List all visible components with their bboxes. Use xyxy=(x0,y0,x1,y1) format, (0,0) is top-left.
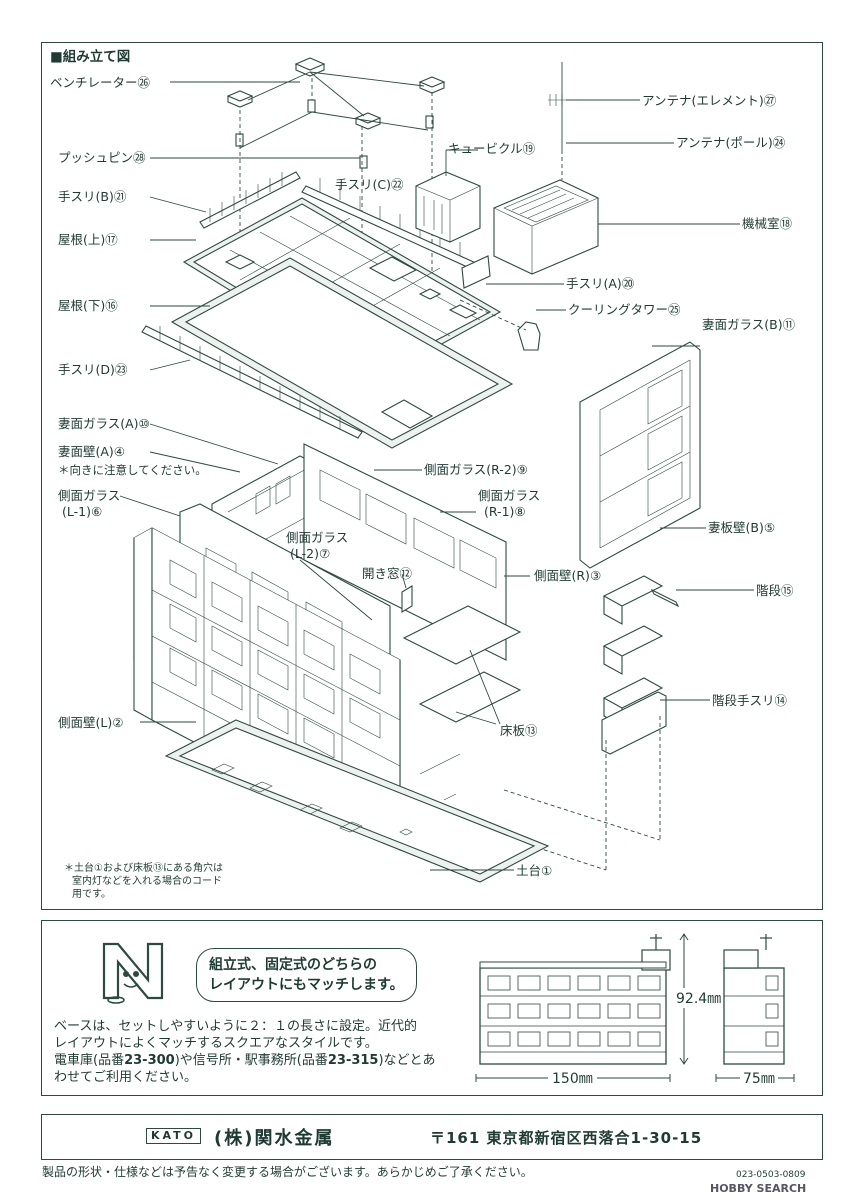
cord-note-line-3: 用です。 xyxy=(72,889,111,900)
label-machine-room: 機械室⑱ xyxy=(742,216,793,231)
kato-logo: KATO xyxy=(146,1128,202,1144)
label-cooling-tower: クーリングタワー㉕ xyxy=(568,302,681,317)
cord-note-line-2: 室内灯などを入れる場合のコード xyxy=(72,876,222,887)
hobby-search-watermark: HOBBY SEARCH xyxy=(710,1182,807,1195)
label-roof-upper: 屋根(上)⑰ xyxy=(58,232,118,247)
label-end-glass-a: 妻面ガラス(A)⑩ xyxy=(58,416,150,431)
label-end-glass-b: 妻面ガラス(B)⑪ xyxy=(702,317,796,332)
label-side-wall-r: 側面壁(R)③ xyxy=(534,568,602,583)
label-side-glass-r1-a: 側面ガラス xyxy=(478,488,541,503)
label-side-glass-r1-b: (R-1)⑧ xyxy=(484,504,526,519)
label-antenna-pole: アンテナ(ポール)㉔ xyxy=(676,135,786,150)
cord-note-line-1: ＊土台①および床板⑬にある角穴は xyxy=(64,863,223,874)
description-line-3: 電車庫(品番23-300)や信号所・駅事務所(品番23-315)などとあ xyxy=(54,1053,436,1068)
description-line-2: レイアウトによくマッチするスクエアなスタイルです。 xyxy=(54,1036,378,1051)
label-railing-d: 手スリ(D)㉓ xyxy=(58,362,128,377)
dimension-depth: 75㎜ xyxy=(740,1068,778,1088)
dimension-width: 150㎜ xyxy=(548,1068,597,1088)
label-open-window: 開き窓⑫ xyxy=(362,566,413,581)
label-side-glass-l1-b: (L-1)⑥ xyxy=(62,504,103,519)
description-line-4: わせてご利用ください。 xyxy=(54,1070,198,1085)
label-cubicle: キュービクル⑲ xyxy=(448,141,536,156)
description-line-1: ベースは、セットしやすいように２：１の長さに設定。近代的 xyxy=(54,1019,417,1034)
label-base: 土台① xyxy=(516,863,553,878)
label-orientation-note: ＊向きに注意してください。 xyxy=(58,463,207,477)
diagram-heading: ■組み立て図 xyxy=(50,49,131,65)
label-stairs: 階段⑮ xyxy=(756,583,794,598)
push-pin-parts xyxy=(235,99,434,169)
label-antenna-element: アンテナ(エレメント)㉗ xyxy=(642,93,777,108)
bubble-line-1: 組立式、固定式のどちらの xyxy=(209,957,377,973)
bubble-line-2: レイアウトにもマッチします。 xyxy=(209,977,404,993)
company-frame xyxy=(41,1114,823,1160)
label-ventilator: ベンチレーター㉖ xyxy=(50,75,151,90)
product-code: 023-0503-0809 xyxy=(736,1170,806,1180)
label-side-glass-l2-b: (L-2)⑦ xyxy=(290,546,331,561)
info-frame xyxy=(41,920,823,1096)
ventilator-parts xyxy=(226,57,446,130)
label-floor-plate: 床板⑬ xyxy=(500,723,538,738)
layout-bubble: 組立式、固定式のどちらの レイアウトにもマッチします。 xyxy=(196,948,417,1002)
label-side-wall-l: 側面壁(L)② xyxy=(58,715,124,730)
label-roof-lower: 屋根(下)⑯ xyxy=(58,298,118,313)
building-elevation-drawings xyxy=(475,933,795,1082)
n-gauge-mascot-logo xyxy=(102,942,164,1004)
company-name: (株)関水金属 xyxy=(214,1128,335,1149)
label-stair-railing: 階段手スリ⑭ xyxy=(712,693,788,708)
label-side-glass-l2-a: 側面ガラス xyxy=(286,530,349,545)
label-railing-c: 手スリ(C)㉒ xyxy=(335,177,404,192)
label-railing-a: 手スリ(A)⑳ xyxy=(566,276,635,291)
label-side-glass-l1-a: 側面ガラス xyxy=(58,488,121,503)
dimension-height: 92.4㎜ xyxy=(676,988,722,1008)
label-push-pin: プッシュピン㉘ xyxy=(58,150,146,165)
assembly-diagram-frame xyxy=(41,42,823,910)
label-railing-b: 手スリ(B)㉑ xyxy=(58,189,127,204)
label-side-glass-r2: 側面ガラス(R-2)⑨ xyxy=(424,462,528,477)
label-end-wall-b: 妻板壁(B)⑤ xyxy=(708,520,776,535)
disclaimer: 製品の形状・仕様などは予告なく変更する場合がございます。あらかじめご了承ください… xyxy=(42,1165,533,1179)
company-address: 〒161 東京都新宿区西落合1-30-15 xyxy=(430,1129,703,1147)
label-end-wall-a: 妻面壁(A)④ xyxy=(58,444,126,459)
